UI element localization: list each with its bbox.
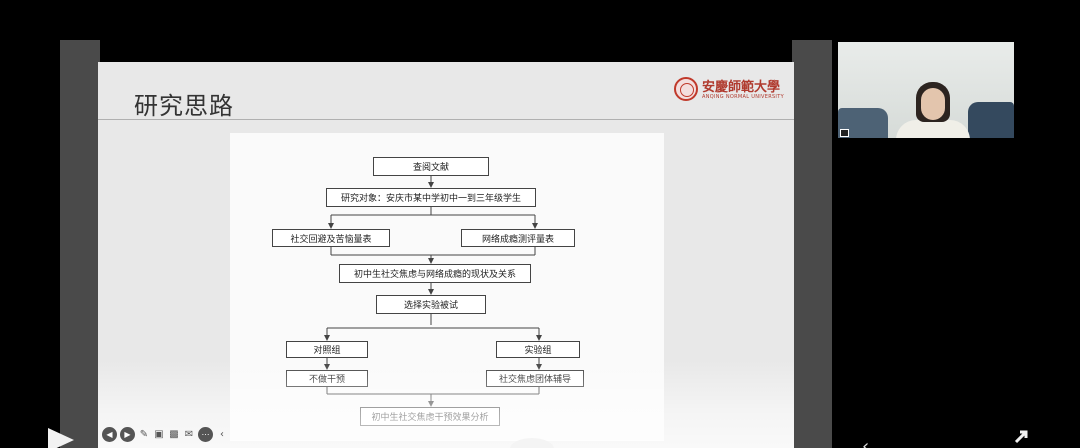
camera-icon[interactable]: ▩ (169, 428, 179, 440)
step-research-subjects: 研究对象：安庆市某中学初中一到三年级学生 (326, 188, 536, 207)
seal-icon (674, 77, 698, 101)
left-gray-panel (60, 40, 100, 448)
title-divider (98, 119, 794, 120)
experiment-group: 实验组 (496, 341, 580, 358)
step-select-subjects: 选择实验被试 (376, 295, 486, 314)
fullscreen-icon[interactable] (1010, 426, 1032, 448)
more-icon[interactable]: ⋯ (198, 426, 213, 442)
scale-internet-addiction: 网络成瘾测评量表 (461, 229, 575, 247)
university-logo: 安慶師範大學 ANQING NORMAL UNIVERSITY (674, 76, 784, 104)
progress-slider-handle[interactable] (510, 438, 554, 448)
webcam-sofa-right (968, 102, 1014, 138)
right-gray-panel (792, 40, 832, 448)
presentation-toolbar: ◀ ▶ ✎ ▣ ▩ ✉ ⋯ ‹ (100, 424, 250, 444)
collapse-icon[interactable]: ‹ (220, 428, 224, 440)
control-group: 对照组 (286, 341, 368, 358)
slide-title: 研究思路 (134, 92, 234, 120)
flowchart-connectors (324, 176, 542, 407)
step-effect-analysis: 初中生社交焦虑干预效果分析 (360, 407, 500, 426)
step-status-relationship: 初中生社交焦虑与网络成瘾的现状及关系 (339, 264, 531, 283)
logo-chinese-name: 安慶師範大學 (702, 80, 781, 95)
screen-icon[interactable]: ▣ (154, 428, 164, 440)
play-icon[interactable] (48, 428, 74, 448)
experiment-group-counseling: 社交焦虑团体辅导 (486, 370, 584, 387)
pen-icon[interactable]: ✎ (139, 428, 149, 440)
presenter-face (921, 88, 945, 120)
next-icon[interactable]: ▶ (120, 426, 135, 442)
step-literature-review: 查阅文献 (373, 157, 489, 176)
mic-status-icon (840, 129, 849, 137)
prev-icon[interactable]: ◀ (102, 426, 117, 442)
logo-english-name: ANQING NORMAL UNIVERSITY (702, 94, 784, 100)
research-flowchart: 查阅文献 研究对象：安庆市某中学初中一到三年级学生 社交回避及苦恼量表 网络成瘾… (230, 133, 664, 441)
presenter-body (896, 120, 970, 138)
chat-icon[interactable]: ✉ (184, 428, 194, 440)
control-no-intervention: 不做干预 (286, 370, 368, 387)
chevron-left-icon[interactable]: ‹ (862, 436, 870, 448)
scale-social-avoidance: 社交回避及苦恼量表 (272, 229, 390, 247)
presentation-slide: 研究思路 安慶師範大學 ANQING NORMAL UNIVERSITY (98, 62, 794, 448)
presenter-webcam[interactable] (838, 42, 1014, 138)
